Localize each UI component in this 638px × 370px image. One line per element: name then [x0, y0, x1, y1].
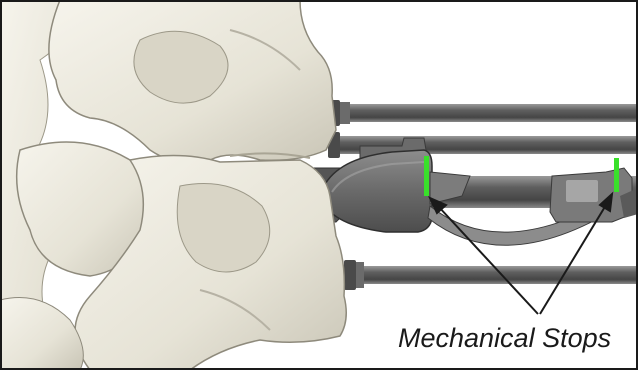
- mechanical-stop-marker-icon: [424, 156, 429, 196]
- callout-label: Mechanical Stops: [398, 318, 638, 358]
- spine-illustration: [0, 0, 346, 370]
- mechanical-stop-marker-icon: [614, 158, 619, 192]
